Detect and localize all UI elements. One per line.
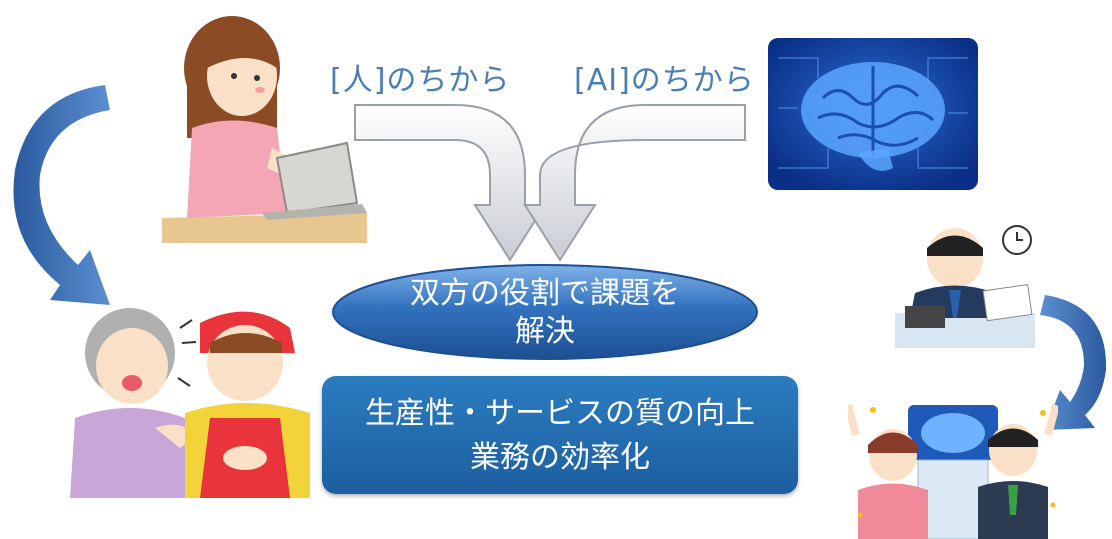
happy-people-ai-illustration <box>848 403 1058 539</box>
result-box <box>322 376 798 494</box>
right-curved-arrow <box>1040 295 1107 430</box>
converging-arrows <box>354 104 746 262</box>
brain-circuit-illustration <box>768 38 978 190</box>
ai-power-label: [AI]のちから <box>574 63 755 98</box>
woman-laptop-illustration <box>162 16 367 243</box>
solution-line-1: 双方の役割で課題を <box>410 276 680 311</box>
result-line-1: 生産性・サービスの質の向上 <box>365 396 755 431</box>
human-power-label: [人]のちから <box>330 63 511 98</box>
result-text: 生産性・サービスの質の向上 業務の効率化 <box>322 392 798 480</box>
busy-office-worker-illustration <box>895 225 1035 348</box>
solution-text: 双方の役割で課題を 解決 <box>330 275 760 351</box>
solution-ellipse-shape <box>332 264 758 360</box>
left-curved-arrow <box>13 85 110 305</box>
elderly-caregiver-illustration <box>70 308 310 498</box>
solution-line-2: 解決 <box>515 314 575 349</box>
result-line-2: 業務の効率化 <box>470 440 650 475</box>
